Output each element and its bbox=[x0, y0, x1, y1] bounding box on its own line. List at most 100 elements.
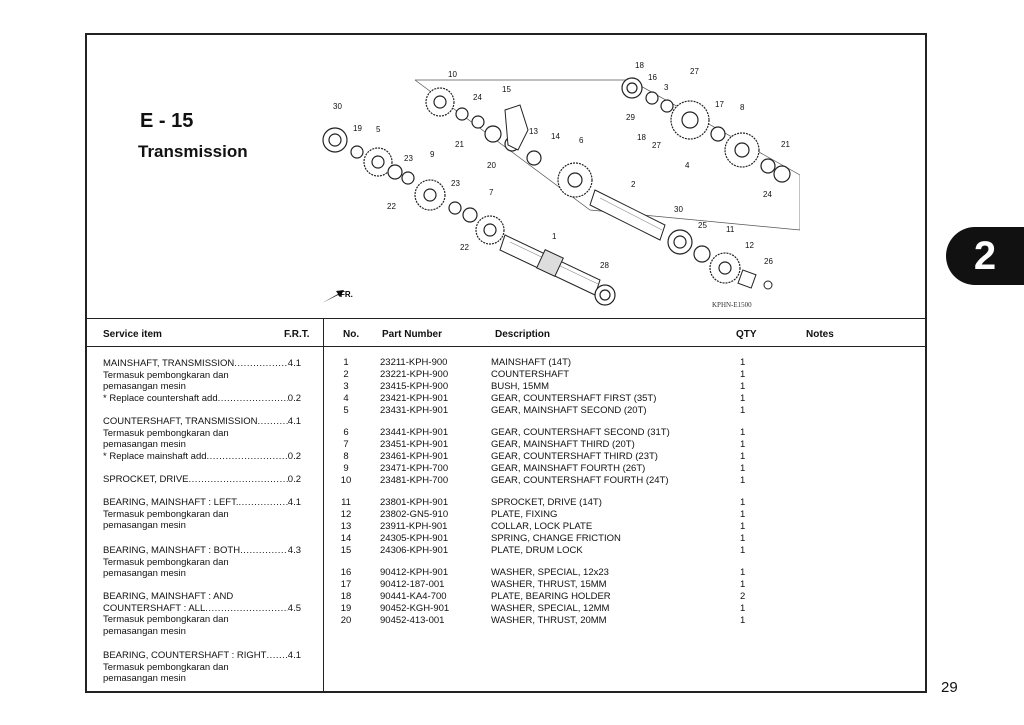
callout-18: 18 bbox=[635, 61, 644, 70]
callout-13: 13 bbox=[529, 127, 538, 136]
service-item-line: COUNTERSHAFT, TRANSMISSION 4.1 bbox=[103, 416, 301, 428]
service-item-label: COUNTERSHAFT, TRANSMISSION bbox=[103, 416, 258, 427]
frt-value: 0.2 bbox=[287, 450, 301, 462]
part-no: 6 bbox=[343, 427, 349, 438]
part-qty: 1 bbox=[740, 463, 746, 474]
service-item-line: pemasangan mesin bbox=[103, 439, 301, 451]
leader-dots bbox=[218, 393, 288, 405]
service-item-line: BEARING, MAINSHAFT : LEFT.4.1 bbox=[103, 497, 301, 509]
part-no: 3 bbox=[343, 381, 349, 392]
part-qty: 1 bbox=[740, 475, 746, 486]
callout-14: 14 bbox=[551, 132, 560, 141]
part-qty: 1 bbox=[740, 439, 746, 450]
service-item-label: pemasangan mesin bbox=[103, 673, 186, 684]
frt-value: 0.2 bbox=[287, 474, 301, 485]
service-item-label: BEARING, MAINSHAFT : LEFT. bbox=[103, 497, 239, 508]
part-number: 23451-KPH-901 bbox=[380, 439, 449, 450]
service-item-line: BEARING, MAINSHAFT : BOTH4.3 bbox=[103, 545, 301, 557]
page-frame bbox=[85, 33, 927, 693]
service-item-label: pemasangan mesin bbox=[103, 381, 186, 392]
part-no: 16 bbox=[340, 567, 352, 578]
part-no: 17 bbox=[340, 579, 352, 590]
service-item-line: Termasuk pembongkaran dan bbox=[103, 428, 301, 440]
header-part-number: Part Number bbox=[382, 329, 443, 340]
callout-5: 5 bbox=[376, 125, 381, 134]
service-item-label: pemasangan mesin bbox=[103, 625, 186, 637]
callout-17: 17 bbox=[715, 100, 724, 109]
part-no: 5 bbox=[343, 405, 349, 416]
part-qty: 2 bbox=[740, 591, 746, 602]
part-number: 23221-KPH-900 bbox=[380, 369, 449, 380]
callout-2: 2 bbox=[631, 180, 636, 189]
callout-27: 27 bbox=[690, 67, 699, 76]
service-item-line: pemasangan mesin bbox=[103, 568, 301, 580]
part-number: 23801-KPH-901 bbox=[380, 497, 449, 508]
service-item-label: MAINSHAFT, TRANSMISSION bbox=[103, 358, 235, 369]
part-qty: 1 bbox=[740, 369, 746, 380]
callout-8: 8 bbox=[740, 103, 745, 112]
callout-9: 9 bbox=[430, 150, 435, 159]
part-description: SPRING, CHANGE FRICTION bbox=[491, 533, 621, 544]
service-item-line: pemasangan mesin bbox=[103, 673, 301, 685]
callout-19: 19 bbox=[353, 124, 362, 133]
service-item-line: * Replace countershaft add0.2 bbox=[103, 393, 301, 405]
part-no: 12 bbox=[340, 509, 352, 520]
service-item-line: * Replace mainshaft add 0.2 bbox=[103, 451, 301, 463]
part-qty: 1 bbox=[740, 393, 746, 404]
service-item-line: Termasuk pembongkaran dan bbox=[103, 370, 301, 382]
callout-30: 30 bbox=[333, 102, 342, 111]
part-description: PLATE, DRUM LOCK bbox=[491, 545, 583, 556]
service-item-line: COUNTERSHAFT : ALL4.5 bbox=[103, 603, 301, 615]
part-qty: 1 bbox=[740, 405, 746, 416]
service-item-label: Termasuk pembongkaran dan bbox=[103, 614, 229, 625]
callout-27b: 27 bbox=[652, 141, 661, 150]
part-no: 18 bbox=[340, 591, 352, 602]
service-item-line: SPROCKET, DRIVE0.2 bbox=[103, 474, 301, 486]
frt-value: 4.1 bbox=[287, 416, 301, 427]
callout-24: 24 bbox=[473, 93, 482, 102]
header-service-item: Service item bbox=[103, 329, 162, 340]
service-item-label: Termasuk pembongkaran dan bbox=[103, 556, 229, 568]
callout-21b: 21 bbox=[781, 140, 790, 149]
service-item-line: Termasuk pembongkaran dan bbox=[103, 509, 301, 521]
frt-value: 0.2 bbox=[287, 392, 301, 404]
part-description: BUSH, 15MM bbox=[491, 381, 550, 392]
section-title: Transmission bbox=[138, 142, 248, 161]
service-item-group: BEARING, COUNTERSHAFT : RIGHT4.1Termasuk… bbox=[103, 650, 301, 685]
exploded-parts-diagram: 18 27 16 3 10 15 24 29 17 8 30 19 5 13 1… bbox=[322, 61, 800, 309]
service-item-label: BEARING, COUNTERSHAFT : RIGHT bbox=[103, 650, 267, 661]
part-description: GEAR, MAINSHAFT SECOND (20T) bbox=[491, 405, 647, 416]
part-qty: 1 bbox=[740, 615, 746, 626]
callout-25: 25 bbox=[698, 221, 707, 230]
service-item-label: * Replace mainshaft add bbox=[103, 450, 207, 462]
part-description: GEAR, COUNTERSHAFT SECOND (31T) bbox=[491, 427, 670, 438]
service-item-label: pemasangan mesin bbox=[103, 568, 186, 579]
front-label: FR. bbox=[340, 290, 353, 299]
header-no: No. bbox=[343, 329, 360, 340]
callout-20: 20 bbox=[487, 161, 496, 170]
part-number: 90452-413-001 bbox=[380, 615, 445, 626]
part-qty: 1 bbox=[740, 603, 746, 614]
part-description: SPROCKET, DRIVE (14T) bbox=[491, 497, 602, 508]
service-item-group: SPROCKET, DRIVE0.2 bbox=[103, 474, 301, 486]
callout-29: 29 bbox=[626, 113, 635, 122]
callout-15: 15 bbox=[502, 85, 511, 94]
callout-10: 10 bbox=[448, 70, 457, 79]
service-item-label: pemasangan mesin bbox=[103, 439, 186, 450]
service-item-line: pemasangan mesin bbox=[103, 626, 301, 638]
part-no: 15 bbox=[340, 545, 352, 556]
part-qty: 1 bbox=[740, 509, 746, 520]
service-item-line: BEARING, COUNTERSHAFT : RIGHT4.1 bbox=[103, 650, 301, 662]
callout-24b: 24 bbox=[763, 190, 772, 199]
part-description: PLATE, BEARING HOLDER bbox=[491, 591, 611, 602]
header-notes: Notes bbox=[806, 329, 834, 340]
part-qty: 1 bbox=[740, 567, 746, 578]
leader-dots bbox=[266, 650, 287, 662]
part-no: 20 bbox=[340, 615, 352, 626]
service-item-label: Termasuk pembongkaran dan bbox=[103, 661, 229, 673]
section-code: E - 15 bbox=[140, 110, 194, 132]
frt-value: 4.5 bbox=[287, 602, 301, 614]
part-no: 1 bbox=[343, 357, 349, 368]
callout-30b: 30 bbox=[674, 205, 683, 214]
